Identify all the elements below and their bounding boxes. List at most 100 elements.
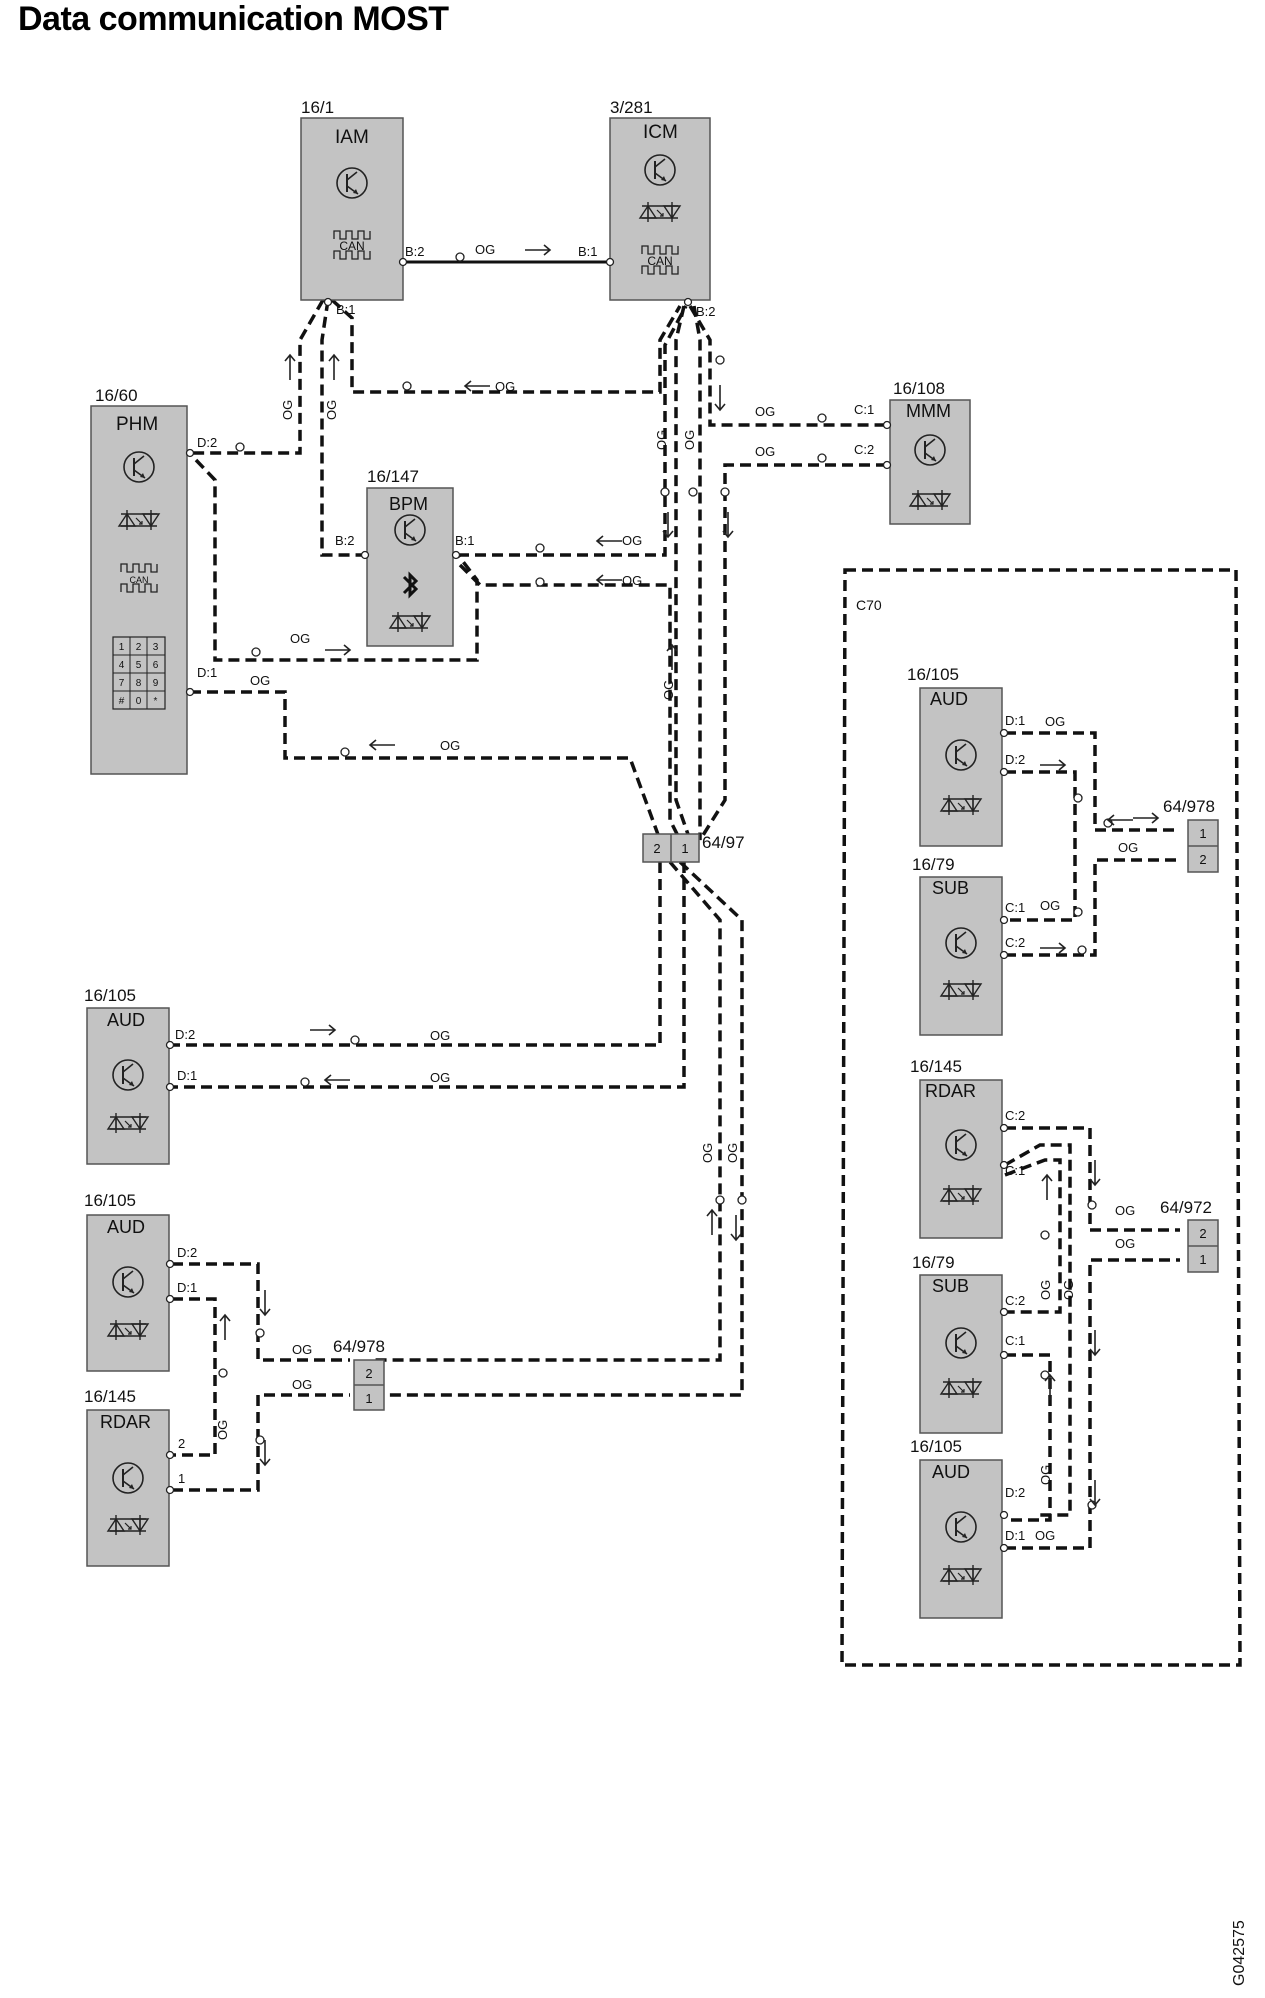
- c70sub1-name: SUB: [932, 878, 969, 898]
- module-rdar1: [86, 1409, 170, 1567]
- pin-iam-b2: B:2: [405, 244, 425, 259]
- module-icm: [609, 117, 711, 301]
- pin-bpm-b1: B:1: [455, 533, 475, 548]
- og-label: OG: [215, 1420, 230, 1440]
- pin-rdar1-1: 1: [178, 1471, 185, 1486]
- connector-64972: [1187, 1219, 1219, 1273]
- document-id-text: G042575: [1231, 1920, 1248, 1986]
- pin-c70sub1-c2: C:2: [1005, 935, 1025, 950]
- pin-c70rdar-c1: C:1: [1005, 1163, 1025, 1178]
- og-label: OG: [622, 573, 642, 588]
- og-label: OG: [430, 1028, 450, 1043]
- wire-c70aud1-d1: [1005, 731, 1180, 832]
- c70sub1-ref: 16/79: [912, 855, 955, 874]
- c70-label: C70: [856, 597, 882, 613]
- phm-ref: 16/60: [95, 386, 138, 405]
- wire-rdar1-1: [172, 1393, 350, 1492]
- wire-6497-64978-a: [370, 860, 722, 1362]
- connector-64978b-ref: 64/978: [1163, 797, 1215, 816]
- keypad-key: #: [119, 696, 125, 707]
- pin-c70sub2-c2: C:2: [1005, 1293, 1025, 1308]
- keypad-key: 2: [136, 642, 142, 653]
- og-label: OG: [661, 680, 676, 700]
- wire-phm-6497: [190, 690, 662, 841]
- icm-can-label: CAN: [647, 254, 672, 268]
- connector-64978a-ref: 64/978: [333, 1337, 385, 1356]
- pin-icm-b1: B:1: [578, 244, 598, 259]
- pin-c70aud1-d1: D:1: [1005, 713, 1025, 728]
- icm-ref: 3/281: [610, 98, 653, 117]
- c6497-pin-a: 2: [653, 841, 660, 856]
- module-c70sub1: [919, 876, 1003, 1036]
- pin-bpm-b2: B:2: [335, 533, 355, 548]
- c70rdar-ref: 16/145: [910, 1057, 962, 1076]
- phm-can-label: CAN: [129, 575, 148, 585]
- og-label: OG: [654, 430, 669, 450]
- og-label: OG: [1040, 898, 1060, 913]
- c64972-pin-a: 2: [1199, 1226, 1206, 1241]
- og-label: OG: [725, 1143, 740, 1163]
- wire-c70rdar-c1: [1004, 1143, 1072, 1517]
- og-label: OG: [280, 400, 295, 420]
- wire-mmm-c2-6497: [698, 463, 887, 841]
- c70sub2-ref: 16/79: [912, 1253, 955, 1272]
- pin-aud1-d2: D:2: [175, 1027, 195, 1042]
- wire-6497-aud1-d2: [172, 862, 662, 1047]
- keypad-key: *: [154, 696, 158, 707]
- c70aud1-name: AUD: [930, 689, 968, 709]
- module-c70sub2: [919, 1274, 1003, 1434]
- module-c70rdar: [919, 1079, 1003, 1239]
- icm-name: ICM: [643, 122, 678, 143]
- wire-6497-aud1-d1: [172, 862, 686, 1089]
- module-c70aud2: [919, 1459, 1003, 1619]
- og-label: OG: [1115, 1203, 1135, 1218]
- pin-icm-b2: B:2: [696, 304, 716, 319]
- rdar1-name: RDAR: [100, 1412, 151, 1432]
- keypad-key: 8: [136, 678, 142, 689]
- og-label: OG: [475, 242, 495, 257]
- pin-rdar1-2: 2: [178, 1436, 185, 1451]
- keypad-key: 5: [136, 660, 142, 671]
- og-label: OG: [430, 1070, 450, 1085]
- diagram-title: Data communication MOST: [18, 0, 449, 38]
- aud1-name: AUD: [107, 1010, 145, 1030]
- og-label: OG: [292, 1377, 312, 1392]
- keypad-key: 9: [153, 678, 159, 689]
- bpm-ref: 16/147: [367, 467, 419, 486]
- c70aud2-ref: 16/105: [910, 1437, 962, 1456]
- wire-aud2-d2: [172, 1262, 350, 1362]
- wire-c70rdar-c2: [1005, 1126, 1180, 1232]
- wire-c70rdar-c1b: [1004, 1158, 1062, 1314]
- c64978a-pin-a: 2: [365, 1366, 372, 1381]
- og-label: OG: [292, 1342, 312, 1357]
- wire-iam-phm: [190, 299, 325, 455]
- og-label: OG: [1038, 1280, 1053, 1300]
- wire-iam-bpm: [320, 299, 365, 557]
- pin-c70aud2-d1: D:1: [1005, 1528, 1025, 1543]
- og-label: OG: [440, 738, 460, 753]
- keypad-key: 6: [153, 660, 159, 671]
- iam-name: IAM: [335, 127, 369, 148]
- og-label: OG: [1045, 714, 1065, 729]
- og-labels-vertical: OG OG OG OG OG OG OG OG OG OG OG: [215, 400, 1076, 1485]
- og-label: OG: [1035, 1528, 1055, 1543]
- c64978a-pin-b: 1: [365, 1391, 372, 1406]
- wire-c70sub2-c1: [1005, 1353, 1052, 1522]
- pin-markers: [165, 257, 1113, 1553]
- og-label: OG: [250, 673, 270, 688]
- pin-c70aud1-d2: D:2: [1005, 752, 1025, 767]
- mmm-name: MMM: [906, 401, 951, 421]
- iam-ref: 16/1: [301, 98, 334, 117]
- og-label: OG: [1061, 1280, 1076, 1300]
- keypad-key: 7: [119, 678, 125, 689]
- rdar1-ref: 16/145: [84, 1387, 136, 1406]
- c64978b-pin-b: 2: [1199, 852, 1206, 867]
- c64972-pin-b: 1: [1199, 1252, 1206, 1267]
- og-label: OG: [700, 1143, 715, 1163]
- og-label: OG: [495, 379, 515, 394]
- pin-aud2-d2: D:2: [177, 1245, 197, 1260]
- pin-c70sub1-c1: C:1: [1005, 900, 1025, 915]
- bpm-name: BPM: [389, 494, 428, 514]
